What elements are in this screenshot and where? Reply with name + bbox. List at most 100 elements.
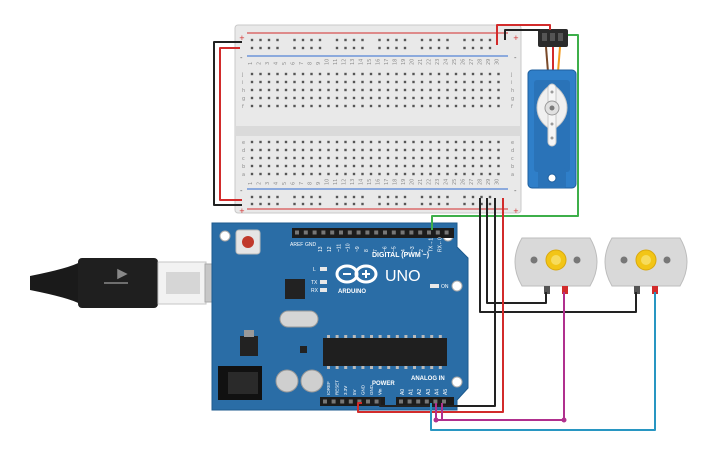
breadboard-hole[interactable] bbox=[471, 104, 475, 108]
breadboard-hole[interactable] bbox=[250, 156, 254, 160]
breadboard-hole[interactable] bbox=[420, 38, 424, 42]
breadboard-hole[interactable] bbox=[276, 195, 279, 199]
breadboard-hole[interactable] bbox=[497, 140, 500, 144]
breadboard-hole[interactable] bbox=[429, 195, 432, 199]
breadboard-hole[interactable] bbox=[310, 80, 313, 84]
breadboard-hole[interactable] bbox=[480, 195, 483, 199]
breadboard-hole[interactable] bbox=[378, 96, 381, 100]
breadboard-hole[interactable] bbox=[412, 96, 415, 100]
breadboard-hole[interactable] bbox=[488, 80, 492, 84]
breadboard-hole[interactable] bbox=[267, 96, 271, 100]
breadboard-hole[interactable] bbox=[310, 88, 313, 92]
breadboard-hole[interactable] bbox=[429, 202, 432, 206]
breadboard-hole[interactable] bbox=[446, 38, 449, 42]
breadboard-hole[interactable] bbox=[403, 38, 407, 42]
breadboard-hole[interactable] bbox=[437, 80, 441, 84]
breadboard-hole[interactable] bbox=[497, 88, 500, 92]
breadboard-hole[interactable] bbox=[412, 72, 415, 76]
breadboard-hole[interactable] bbox=[463, 96, 466, 100]
breadboard-hole[interactable] bbox=[352, 195, 356, 199]
breadboard-hole[interactable] bbox=[471, 72, 475, 76]
breadboard-hole[interactable] bbox=[335, 80, 339, 84]
breadboard-hole[interactable] bbox=[276, 104, 279, 108]
breadboard-hole[interactable] bbox=[471, 46, 475, 50]
breadboard-hole[interactable] bbox=[403, 88, 407, 92]
digital-pin[interactable] bbox=[303, 230, 308, 235]
breadboard-hole[interactable] bbox=[327, 88, 330, 92]
breadboard-hole[interactable] bbox=[463, 72, 466, 76]
breadboard-hole[interactable] bbox=[327, 96, 330, 100]
breadboard-hole[interactable] bbox=[293, 80, 296, 84]
breadboard-hole[interactable] bbox=[361, 38, 364, 42]
breadboard-hole[interactable] bbox=[361, 88, 364, 92]
breadboard-hole[interactable] bbox=[480, 156, 483, 160]
analog-pin[interactable] bbox=[424, 399, 429, 404]
breadboard-hole[interactable] bbox=[318, 148, 322, 152]
breadboard-hole[interactable] bbox=[344, 156, 347, 160]
breadboard-hole[interactable] bbox=[293, 172, 296, 176]
breadboard-hole[interactable] bbox=[369, 156, 373, 160]
breadboard-hole[interactable] bbox=[497, 80, 500, 84]
analog-pin[interactable] bbox=[399, 399, 403, 404]
power-pin[interactable] bbox=[357, 399, 362, 404]
breadboard-hole[interactable] bbox=[344, 148, 347, 152]
breadboard-hole[interactable] bbox=[480, 80, 483, 84]
breadboard-hole[interactable] bbox=[276, 88, 279, 92]
breadboard-hole[interactable] bbox=[293, 96, 296, 100]
breadboard-hole[interactable] bbox=[454, 80, 458, 84]
breadboard-hole[interactable] bbox=[284, 172, 288, 176]
power-pin[interactable] bbox=[340, 399, 345, 404]
breadboard-hole[interactable] bbox=[429, 88, 432, 92]
breadboard-hole[interactable] bbox=[437, 72, 441, 76]
breadboard-hole[interactable] bbox=[454, 164, 458, 168]
breadboard-hole[interactable] bbox=[344, 202, 347, 206]
breadboard-hole[interactable] bbox=[386, 195, 390, 199]
breadboard-hole[interactable] bbox=[250, 96, 254, 100]
breadboard-hole[interactable] bbox=[352, 202, 356, 206]
breadboard-hole[interactable] bbox=[352, 148, 356, 152]
breadboard[interactable]: 1122334455667788991010111112121313141415… bbox=[234, 24, 522, 215]
breadboard-hole[interactable] bbox=[471, 140, 475, 144]
breadboard-hole[interactable] bbox=[361, 148, 364, 152]
breadboard-hole[interactable] bbox=[344, 164, 347, 168]
breadboard-hole[interactable] bbox=[488, 104, 492, 108]
breadboard-hole[interactable] bbox=[437, 140, 441, 144]
breadboard-hole[interactable] bbox=[471, 172, 475, 176]
breadboard-hole[interactable] bbox=[471, 88, 475, 92]
breadboard-hole[interactable] bbox=[454, 88, 458, 92]
breadboard-hole[interactable] bbox=[463, 80, 466, 84]
usb-cable[interactable] bbox=[0, 258, 234, 308]
breadboard-hole[interactable] bbox=[293, 156, 296, 160]
breadboard-hole[interactable] bbox=[463, 88, 466, 92]
breadboard-hole[interactable] bbox=[437, 172, 441, 176]
breadboard-hole[interactable] bbox=[284, 156, 288, 160]
breadboard-hole[interactable] bbox=[378, 72, 381, 76]
breadboard-hole[interactable] bbox=[420, 202, 424, 206]
breadboard-hole[interactable] bbox=[395, 72, 398, 76]
breadboard-hole[interactable] bbox=[335, 148, 339, 152]
breadboard-hole[interactable] bbox=[361, 195, 364, 199]
breadboard-hole[interactable] bbox=[250, 164, 254, 168]
analog-pin[interactable] bbox=[442, 399, 446, 404]
breadboard-hole[interactable] bbox=[488, 72, 492, 76]
breadboard-hole[interactable] bbox=[497, 164, 500, 168]
breadboard-hole[interactable] bbox=[386, 202, 390, 206]
breadboard-hole[interactable] bbox=[403, 72, 407, 76]
breadboard-hole[interactable] bbox=[412, 164, 415, 168]
breadboard-hole[interactable] bbox=[352, 140, 356, 144]
breadboard-hole[interactable] bbox=[463, 164, 466, 168]
breadboard-hole[interactable] bbox=[429, 80, 432, 84]
breadboard-hole[interactable] bbox=[361, 104, 364, 108]
breadboard-hole[interactable] bbox=[480, 88, 483, 92]
breadboard-hole[interactable] bbox=[395, 46, 398, 50]
wire-black-left-rails[interactable] bbox=[213, 41, 242, 206]
power-pin[interactable] bbox=[374, 399, 379, 404]
breadboard-hole[interactable] bbox=[437, 156, 441, 160]
breadboard-hole[interactable] bbox=[420, 72, 424, 76]
breadboard-hole[interactable] bbox=[454, 148, 458, 152]
digital-pin[interactable] bbox=[295, 230, 299, 235]
breadboard-hole[interactable] bbox=[420, 96, 424, 100]
breadboard-hole[interactable] bbox=[335, 46, 339, 50]
breadboard-hole[interactable] bbox=[284, 148, 288, 152]
breadboard-hole[interactable] bbox=[267, 104, 271, 108]
